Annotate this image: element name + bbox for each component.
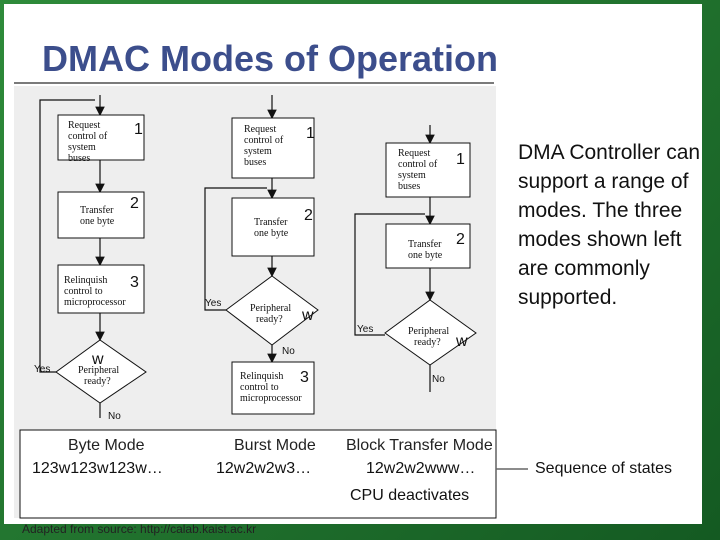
svg-text:No: No [282, 346, 295, 357]
marker-burst-w: w [301, 307, 314, 324]
marker-burst-3: 3 [300, 369, 309, 386]
marker-byte-2: 2 [130, 195, 139, 212]
cpu-deactivates-note: CPU deactivates [350, 487, 470, 504]
marker-byte-w: w [91, 351, 104, 368]
marker-block-2: 2 [456, 231, 465, 248]
marker-burst-1: 1 [306, 125, 315, 142]
title-underline [14, 82, 494, 84]
description-text: DMA Controller can support a range of mo… [518, 141, 701, 309]
block-mode-label: Block Transfer Mode [346, 437, 493, 454]
svg-text:Yes: Yes [357, 324, 373, 335]
burst-mode-sequence: 12w2w2w3… [216, 460, 312, 477]
marker-burst-2: 2 [304, 207, 313, 224]
svg-text:Yes: Yes [34, 364, 50, 375]
byte-mode-label: Byte Mode [68, 437, 145, 454]
byte-mode-sequence: 123w123w123w… [32, 460, 163, 477]
marker-byte-3: 3 [130, 274, 139, 291]
svg-text:No: No [432, 374, 445, 385]
svg-text:Yes: Yes [205, 298, 221, 309]
burst-mode-label: Burst Mode [234, 437, 316, 454]
slide-title: DMAC Modes of Operation [42, 38, 498, 79]
source-citation: Adapted from source: http://calab.kaist.… [22, 522, 257, 536]
marker-byte-1: 1 [134, 121, 143, 138]
block-mode-sequence: 12w2w2www… [366, 460, 476, 477]
marker-block-w: w [455, 333, 468, 350]
marker-block-1: 1 [456, 151, 465, 168]
svg-text:No: No [108, 411, 121, 422]
sequence-of-states-label: Sequence of states [535, 460, 672, 477]
